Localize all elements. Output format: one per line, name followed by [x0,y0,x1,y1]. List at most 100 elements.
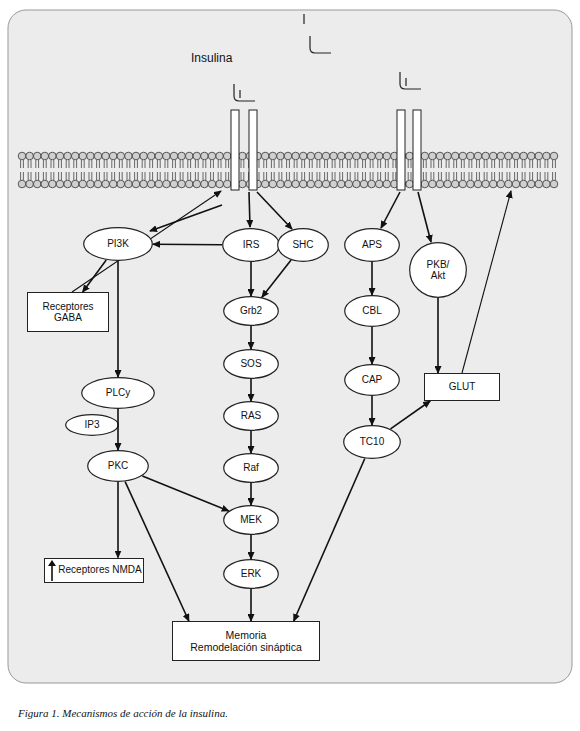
process-box: MemoriaRemodelación sináptica [172,621,320,661]
lipid-tail [228,160,229,168]
lipid-head [543,180,551,188]
increase-arrow-head [48,560,56,566]
lipid-tail [73,172,74,180]
lipid-tail [509,160,510,168]
lipid-head [94,152,102,160]
lipid-tail [205,172,206,180]
node-label: PKC [108,460,129,472]
lipid-tail [324,160,325,168]
lipid-tail [461,160,462,168]
lipid-tail [286,160,287,168]
lipid-head [307,180,315,188]
lipid-tail [324,172,325,180]
lipid-tail [160,172,161,180]
lipid-head [337,152,345,160]
lipid-tail [107,160,108,168]
arrow-connector [250,589,252,621]
lipid-tail [317,172,318,180]
lipid-tail [385,160,386,168]
lipid-tail [431,172,432,180]
arrow-connector [250,262,252,296]
lipid-head [64,180,72,188]
arrow-connector [250,431,252,453]
lipid-tail [355,172,356,180]
lipid-tail [469,160,470,168]
ellipse-shape [344,426,401,459]
lipid-head [117,180,125,188]
lipid-head [155,180,163,188]
lipid-head [94,180,102,188]
lipid-tail [263,172,264,180]
signal-arrow [381,192,400,228]
lipid-head [505,180,513,188]
node-label: MEK [240,514,262,526]
protein-ellipse: TC10 [343,425,401,459]
ellipse-shape [224,297,279,326]
node-label: Remodelación sináptica [190,641,301,653]
node-label: CBL [362,305,381,317]
lipid-tail [89,160,90,168]
lipid-head [117,152,125,160]
receptor-subunit [249,110,257,190]
lipid-tail [545,172,546,180]
lipid-head [307,152,315,160]
lipid-tail [441,172,442,180]
lipid-tail [111,172,112,180]
arrow-connector [250,326,252,349]
lipid-tail [514,160,515,168]
lipid-head [459,180,467,188]
lipid-tail [491,172,492,180]
lipid-tail [152,160,153,168]
node-label: PLCy [106,387,130,399]
lipid-tail [281,172,282,180]
node-label: CAP [362,374,383,386]
lipid-head [33,180,41,188]
lipid-tail [119,160,120,168]
lipid-head [33,152,41,160]
lipid-head [467,180,475,188]
signal-arrow [418,192,431,242]
lipid-tail [525,160,526,168]
lipid-tail [142,172,143,180]
lipid-tail [446,160,447,168]
lipid-tail [203,172,204,180]
lipid-head [132,180,140,188]
lipid-tail [446,172,447,180]
lipid-head [269,152,277,160]
lipid-head [79,152,87,160]
lipid-tail [137,160,138,168]
lipid-head [41,180,49,188]
lipid-tail [339,160,340,168]
lipid-tail [347,172,348,180]
arrow-connector [262,260,291,297]
lipid-tail [175,160,176,168]
lipid-tail [304,160,305,168]
lipid-head [239,180,247,188]
lipid-head [223,180,231,188]
lipid-tail [99,160,100,168]
insulin-molecule [400,72,421,89]
lipid-tail [210,160,211,168]
lipid-head [208,180,216,188]
protein-ellipse: Grb2 [223,296,279,326]
ellipse-shape [88,451,149,482]
lipid-tail [395,172,396,180]
lipid-bilayer [18,152,558,188]
lipid-head [505,152,513,160]
node-label: TC10 [360,436,384,448]
lipid-tail [122,160,123,168]
lipid-head [535,152,543,160]
lipid-tail [438,160,439,168]
lipid-head [489,152,497,160]
lipid-tail [555,160,556,168]
arrow-connector [250,379,252,401]
protein-ellipse: PI3K [83,227,153,261]
lipid-tail [96,172,97,180]
lipid-tail [388,172,389,180]
lipid-tail [540,172,541,180]
lipid-tail [525,172,526,180]
lipid-head [193,152,201,160]
lipid-tail [319,160,320,168]
lipid-head [140,152,148,160]
lipid-head [383,180,391,188]
